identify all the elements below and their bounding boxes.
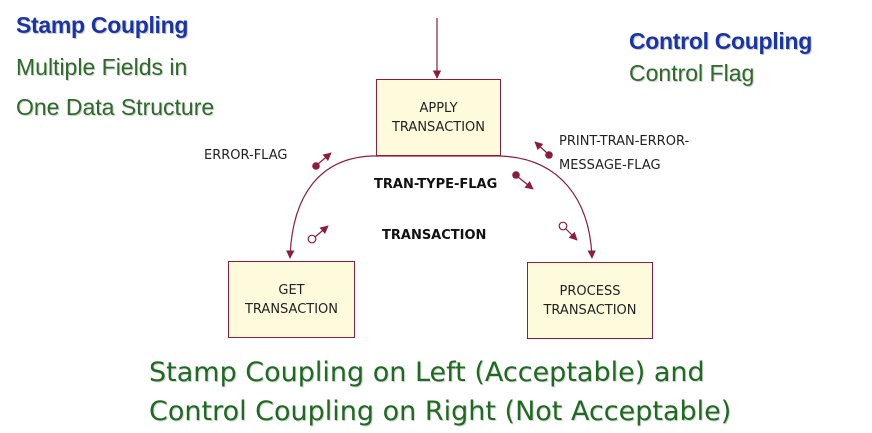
module-apply-line1: APPLY: [419, 100, 458, 116]
module-apply-line2: TRANSACTION: [391, 119, 486, 135]
module-process-transaction: PROCESS TRANSACTION: [527, 262, 653, 339]
stamp-coupling-desc-line1: Multiple Fields in: [16, 54, 188, 80]
module-get-line2: TRANSACTION: [244, 301, 339, 317]
transaction-couple-label: TRANSACTION: [382, 228, 487, 243]
error-flag-label: ERROR-FLAG: [204, 148, 288, 163]
stamp-coupling-title: Stamp Coupling: [16, 12, 189, 38]
module-process-line1: PROCESS: [559, 283, 621, 299]
module-get-line1: GET: [278, 282, 305, 298]
module-apply-transaction: APPLY TRANSACTION: [376, 79, 501, 156]
transaction-data-couple-right: [558, 221, 578, 241]
tran-type-flag-label: TRAN-TYPE-FLAG: [374, 177, 498, 192]
summary-line1: Stamp Coupling on Left (Acceptable) and: [149, 357, 705, 388]
stamp-coupling-desc-line2: One Data Structure: [16, 94, 215, 120]
print-flag-label-line2: MESSAGE-FLAG: [559, 158, 661, 173]
call-to-get-transaction: [286, 155, 373, 259]
call-to-process-transaction: [372, 155, 596, 259]
transaction-data-couple-left: [307, 225, 329, 244]
print-error-flag-couple: [534, 141, 553, 159]
module-get-transaction: GET TRANSACTION: [228, 261, 355, 338]
error-flag-couple: [312, 152, 332, 170]
control-coupling-title: Control Coupling: [629, 28, 812, 54]
control-coupling-desc: Control Flag: [629, 60, 755, 86]
tran-type-flag-couple: [512, 171, 534, 190]
module-process-line2: TRANSACTION: [543, 302, 637, 318]
print-flag-label-line1: PRINT-TRAN-ERROR-: [559, 134, 690, 149]
summary-line2: Control Coupling on Right (Not Acceptabl…: [149, 396, 732, 427]
